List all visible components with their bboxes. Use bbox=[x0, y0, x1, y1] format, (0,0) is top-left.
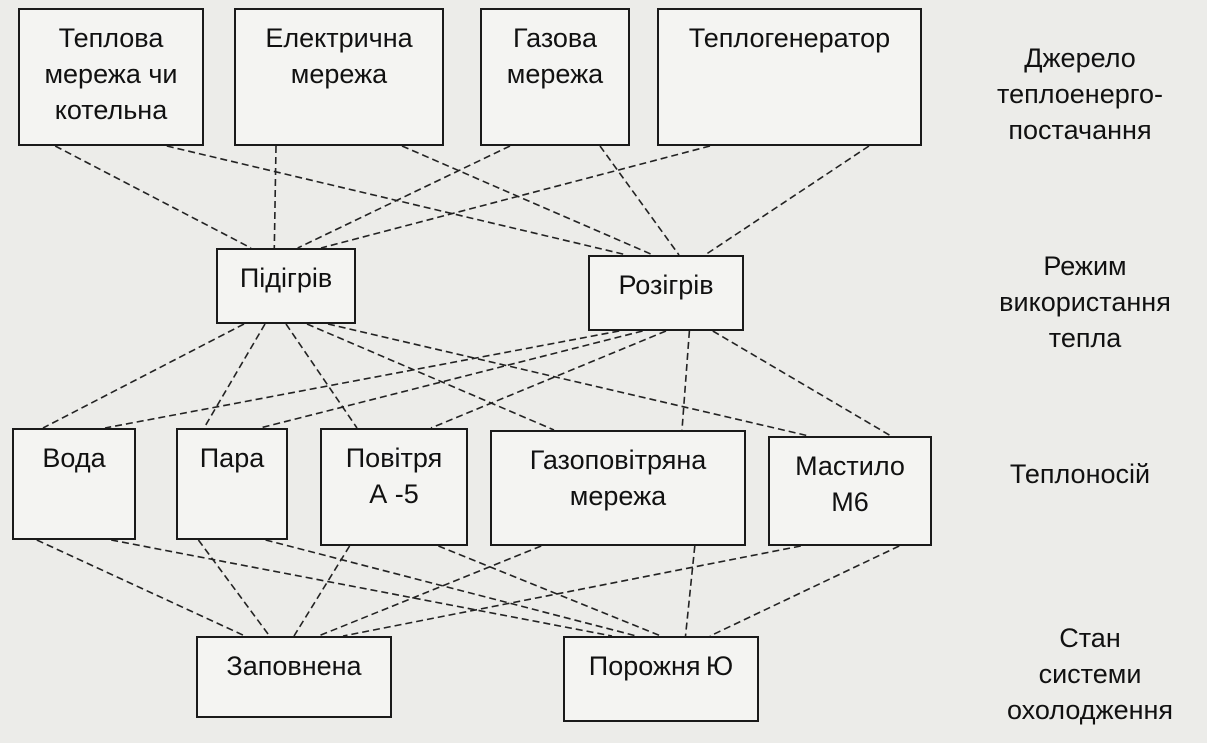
connector-b-src-3-b-mode-1 bbox=[704, 145, 870, 256]
connector-b-src-0-b-mode-0 bbox=[54, 145, 252, 249]
level-label-source: Джерело теплоенерго- постачання bbox=[997, 43, 1163, 145]
connector-b-src-1-b-mode-1 bbox=[401, 145, 654, 256]
connector-b-car-4-b-st-1 bbox=[709, 545, 900, 637]
connector-b-mode-1-b-car-1 bbox=[259, 330, 643, 429]
connector-b-src-2-b-mode-0 bbox=[297, 145, 511, 249]
connector-b-car-2-b-st-1 bbox=[438, 545, 662, 637]
source-heat-network-box: Теплова мережа чи котельна bbox=[18, 8, 204, 146]
level-label-carrier: Теплоносій bbox=[1009, 459, 1151, 489]
mode-heating-box: Підігрів bbox=[216, 248, 356, 324]
connector-b-mode-0-b-car-4 bbox=[327, 323, 810, 437]
source-electric-network-box: Електрична мережа bbox=[234, 8, 444, 146]
state-filled-box: Заповнена bbox=[196, 636, 392, 718]
connector-b-car-0-b-st-1 bbox=[111, 539, 613, 637]
connector-b-mode-0-b-car-3 bbox=[306, 323, 555, 431]
connector-b-mode-1-b-car-0 bbox=[104, 330, 620, 429]
carrier-oil-box: Мастило М6 bbox=[768, 436, 932, 546]
connector-b-mode-0-b-car-2 bbox=[285, 323, 358, 429]
connector-b-src-3-b-mode-0 bbox=[320, 145, 711, 249]
connector-b-mode-0-b-car-1 bbox=[203, 323, 266, 429]
carrier-air-box: Повітря А -5 bbox=[320, 428, 468, 546]
source-gas-network-box: Газова мережа bbox=[480, 8, 630, 146]
carrier-water-box: Вода bbox=[12, 428, 136, 540]
source-heat-generator-box: Теплогенератор bbox=[657, 8, 922, 146]
connector-b-mode-1-b-car-3 bbox=[681, 330, 691, 431]
connector-b-mode-0-b-car-0 bbox=[42, 323, 245, 429]
carrier-gas-air-network-box: Газоповітряна мережа bbox=[490, 430, 746, 546]
connector-b-src-2-b-mode-1 bbox=[599, 145, 680, 256]
level-label-state: Стан системи охолодження bbox=[1006, 623, 1174, 725]
connector-b-car-1-b-st-1 bbox=[265, 539, 637, 637]
connector-b-car-0-b-st-0 bbox=[36, 539, 246, 637]
state-empty-box: Порожня Ю bbox=[563, 636, 759, 722]
level-label-mode: Режим використання тепла bbox=[999, 251, 1171, 353]
connector-b-car-1-b-st-0 bbox=[197, 539, 271, 637]
connector-b-car-3-b-st-0 bbox=[318, 545, 542, 637]
connector-b-mode-1-b-car-2 bbox=[430, 330, 667, 429]
connector-b-mode-1-b-car-4 bbox=[712, 330, 892, 437]
mode-reheating-box: Розігрів bbox=[588, 255, 744, 331]
connector-b-src-1-b-mode-0 bbox=[273, 145, 277, 249]
connector-b-car-2-b-st-0 bbox=[293, 545, 351, 637]
connector-b-car-3-b-st-1 bbox=[684, 545, 696, 637]
carrier-steam-box: Пара bbox=[176, 428, 288, 540]
connector-b-car-4-b-st-0 bbox=[342, 545, 801, 637]
